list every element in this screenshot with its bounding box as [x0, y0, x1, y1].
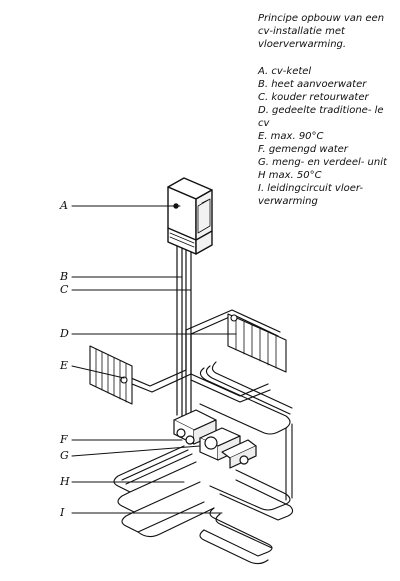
legend-item-h: H max. 50°C — [258, 169, 398, 182]
legend-item-a: A. cv-ketel — [258, 65, 398, 78]
legend-item-i: I. leidingcircuit vloer- verwarming — [258, 182, 398, 208]
legend-item-d: D. gedeelte traditione- le cv — [258, 104, 398, 130]
callout-a: A — [60, 199, 68, 212]
legend-item-b: B. heet aanvoerwater — [258, 78, 398, 91]
legend-caption: Principe opbouw van een cv-installatie m… — [258, 12, 398, 208]
floor-heating-loop-right — [200, 470, 293, 564]
radiator-d — [228, 314, 286, 372]
callout-e: E — [60, 359, 68, 372]
legend-item-f: F. gemengd water — [258, 143, 398, 156]
legend-item-e: E. max. 90°C — [258, 130, 398, 143]
callout-i: I — [60, 506, 64, 519]
legend-item-c: C. kouder retourwater — [258, 91, 398, 104]
caption-title: Principe opbouw van een cv-installatie m… — [258, 12, 398, 51]
mixing-distribution-unit — [174, 410, 256, 468]
boiler-cv-ketel — [168, 178, 212, 254]
callout-g: G — [60, 449, 69, 462]
legend-item-g: G. meng- en verdeel- unit — [258, 156, 398, 169]
callout-h: H — [60, 475, 70, 488]
callout-c: C — [60, 283, 68, 296]
callout-b: B — [60, 270, 68, 283]
callout-f: F — [60, 433, 68, 446]
callout-d: D — [60, 327, 69, 340]
floor-heating-loop-left — [114, 446, 214, 537]
supply-return-pipes — [177, 246, 191, 420]
